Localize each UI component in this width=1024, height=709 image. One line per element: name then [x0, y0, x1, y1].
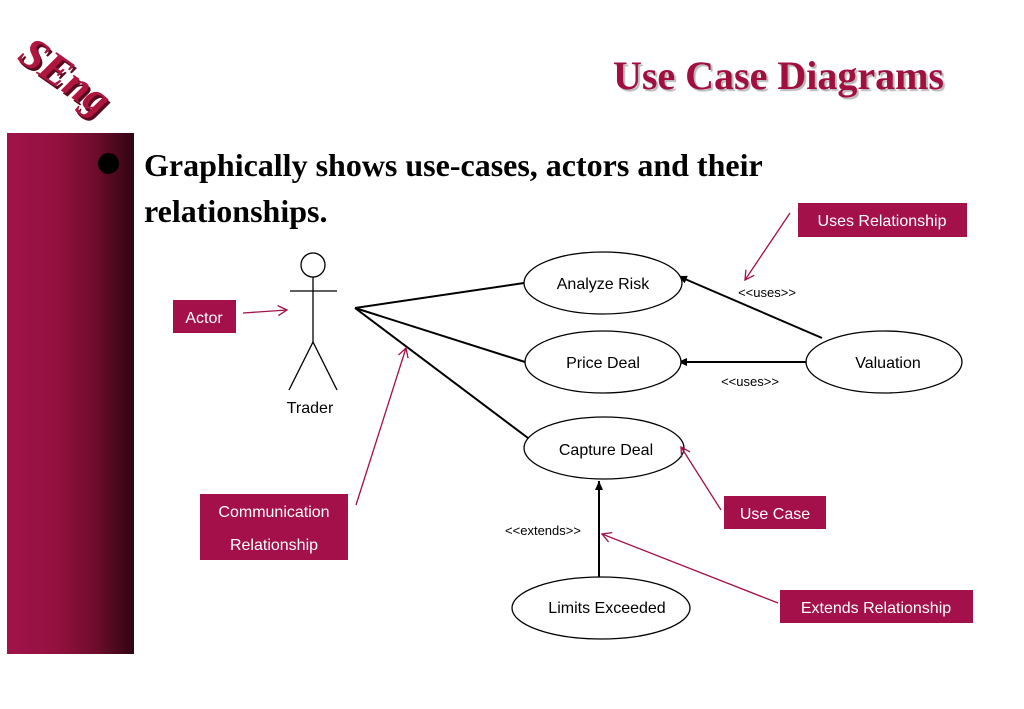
actor-right-leg — [312, 341, 338, 391]
use-case-analyze-risk-label: Analyze Risk — [557, 276, 650, 293]
actor-left-leg — [288, 341, 314, 391]
actor-callout-box — [173, 300, 236, 333]
actor-figure — [288, 252, 338, 391]
use-case-valuation — [805, 330, 963, 394]
actor-head — [300, 252, 326, 278]
extends-label: <<extends>> — [505, 523, 581, 538]
extends-callout-pointer — [600, 531, 779, 604]
comm-line-price-deal — [354, 307, 526, 363]
communication-label-line-2: Relationship — [230, 537, 318, 554]
seng-logo: SEng SEng — [14, 27, 123, 128]
bullet-text: Graphically shows use-cases, actors and … — [144, 142, 884, 234]
uses-label-2: <<uses>> — [721, 374, 779, 389]
extends-relationship-label: Extends Relationship — [801, 600, 951, 617]
actor-callout-pointer — [242, 305, 289, 317]
uses-label-1: <<uses>> — [738, 285, 796, 300]
communication-callout-pointer — [355, 346, 409, 506]
use-case-callout-label: Use Case — [740, 506, 810, 523]
uses-arrow-analyze-risk — [677, 275, 823, 339]
comm-line-capture-deal — [354, 307, 529, 439]
use-case-price-deal — [524, 330, 682, 394]
actor-label: Trader — [287, 400, 334, 417]
use-case-price-deal-label: Price Deal — [566, 355, 640, 372]
sidebar-bar — [7, 133, 134, 654]
use-case-limits-exceeded-label: Limits Exceeded — [548, 600, 665, 617]
bullet-icon — [98, 153, 119, 174]
comm-line-analyze-risk — [354, 282, 525, 309]
page-title: Use Case Diagrams — [612, 53, 944, 98]
use-case-limits-exceeded — [511, 576, 691, 640]
use-case-callout-pointer — [680, 445, 722, 511]
actor-callout: Actor — [173, 300, 236, 333]
uses-relationship-callout: Uses Relationship — [798, 203, 967, 237]
use-case-analyze-risk — [523, 251, 683, 315]
uses-relationship-label: Uses Relationship — [818, 213, 947, 230]
bullet-line-1: Graphically shows use-cases, actors and … — [144, 147, 763, 183]
uses-relationship-box — [798, 203, 967, 237]
extends-relationship-callout: Extends Relationship — [780, 590, 973, 623]
use-case-capture-deal-label: Capture Deal — [559, 442, 653, 459]
extends-relationship-box — [780, 590, 973, 623]
communication-relationship-callout: Communication Relationship — [200, 494, 348, 560]
use-case-valuation-label: Valuation — [855, 355, 921, 372]
use-case-callout: Use Case — [724, 496, 826, 529]
bullet-line-2: relationships. — [144, 193, 328, 229]
communication-label-line-1: Communication — [218, 504, 329, 521]
uses-callout-pointer — [744, 212, 791, 282]
communication-relationship-box — [200, 494, 348, 560]
actor-callout-label: Actor — [185, 310, 223, 327]
use-case-callout-box — [724, 496, 826, 529]
